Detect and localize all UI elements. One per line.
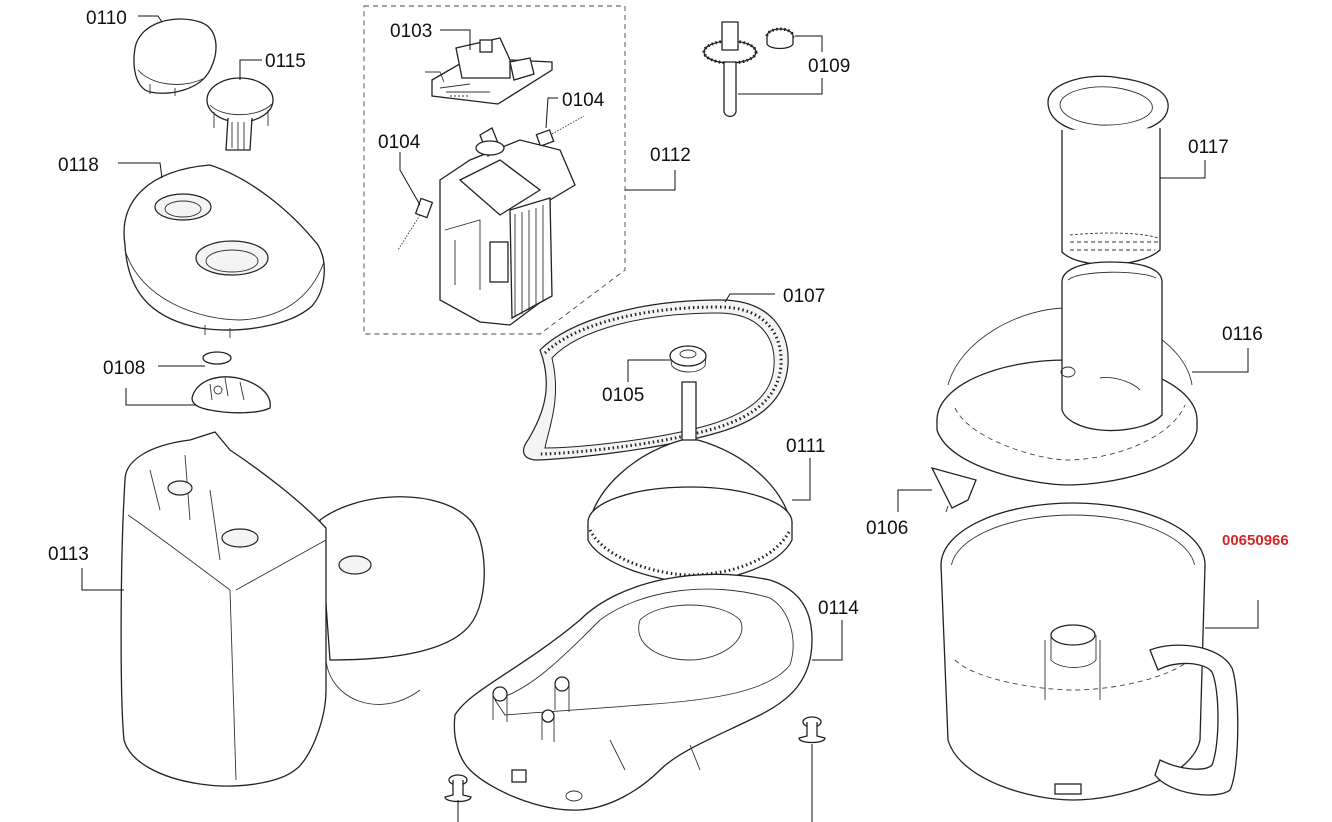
leader-0105 — [627, 359, 670, 382]
label-0106: 0106 — [866, 518, 908, 539]
leader-0108b — [125, 388, 196, 406]
leader-0104-left — [399, 152, 421, 206]
part-0116-lid[interactable] — [936, 261, 1198, 486]
leader-0109a — [795, 35, 823, 52]
leader-0113 — [81, 568, 124, 591]
part-0107-drive-belt[interactable] — [523, 299, 789, 461]
label-0109: 0109 — [808, 56, 850, 77]
part-00650966-bowl[interactable] — [940, 502, 1239, 801]
label-0110: 0110 — [86, 8, 127, 29]
label-0103: 0103 — [390, 21, 432, 42]
label-0116: 0116 — [1222, 324, 1263, 345]
part-labels: 0110 0115 0118 0108 0113 0103 0104 0104 … — [48, 8, 1289, 619]
leader-0104-right — [545, 97, 558, 129]
part-0117-pusher[interactable] — [1047, 75, 1169, 266]
leader-0114 — [812, 620, 843, 661]
label-0108: 0108 — [103, 358, 145, 379]
leader-0116 — [1192, 348, 1249, 373]
part-0103-control-board[interactable] — [425, 37, 553, 105]
label-0104-left: 0104 — [378, 132, 421, 153]
leader-0115 — [239, 59, 262, 80]
leader-0117 — [1160, 160, 1206, 179]
label-0114: 0114 — [818, 598, 859, 619]
label-0115: 0115 — [265, 51, 306, 72]
base-foot-left — [444, 774, 472, 803]
label-0107: 0107 — [783, 286, 825, 307]
label-0118: 0118 — [58, 155, 99, 176]
motor-body — [439, 127, 576, 326]
part-0111-pulley[interactable] — [587, 381, 793, 641]
part-0108-spring-latch[interactable] — [191, 351, 271, 414]
part-0105-bearing[interactable] — [669, 345, 707, 373]
part-0110-knob-cap[interactable] — [133, 18, 217, 96]
label-0111: 0111 — [786, 436, 825, 457]
leader-0109b — [738, 78, 823, 95]
part-0106-latch-clip[interactable] — [930, 466, 977, 513]
leader-0106 — [897, 489, 932, 512]
leader-0111 — [792, 458, 811, 501]
label-0113: 0113 — [48, 544, 89, 565]
part-0104-carbon-brush-left[interactable] — [397, 197, 434, 251]
leader-0112 — [625, 170, 676, 191]
label-0104-right: 0104 — [562, 90, 605, 111]
leader-0110 — [138, 15, 163, 23]
label-0117: 0117 — [1188, 137, 1229, 158]
label-0112: 0112 — [650, 145, 691, 166]
part-0113-motor-housing[interactable] — [120, 431, 485, 787]
leader-0103 — [440, 29, 471, 50]
leader-0107 — [724, 293, 775, 303]
label-0105: 0105 — [602, 385, 644, 406]
part-0115-knob[interactable] — [206, 77, 274, 151]
leader-00650966 — [1205, 600, 1259, 629]
part-0104-carbon-brush-right[interactable] — [535, 115, 585, 147]
part-0109-gear-shaft[interactable] — [702, 21, 795, 118]
part-0112-motor-group[interactable] — [363, 5, 626, 335]
leader-lines — [81, 15, 1259, 822]
part-0118-top-cover[interactable] — [123, 164, 325, 338]
part-0114-base[interactable] — [453, 573, 813, 811]
base-foot-right — [798, 716, 826, 744]
label-part-number: 00650966 — [1222, 532, 1289, 549]
leader-0118 — [118, 162, 163, 179]
